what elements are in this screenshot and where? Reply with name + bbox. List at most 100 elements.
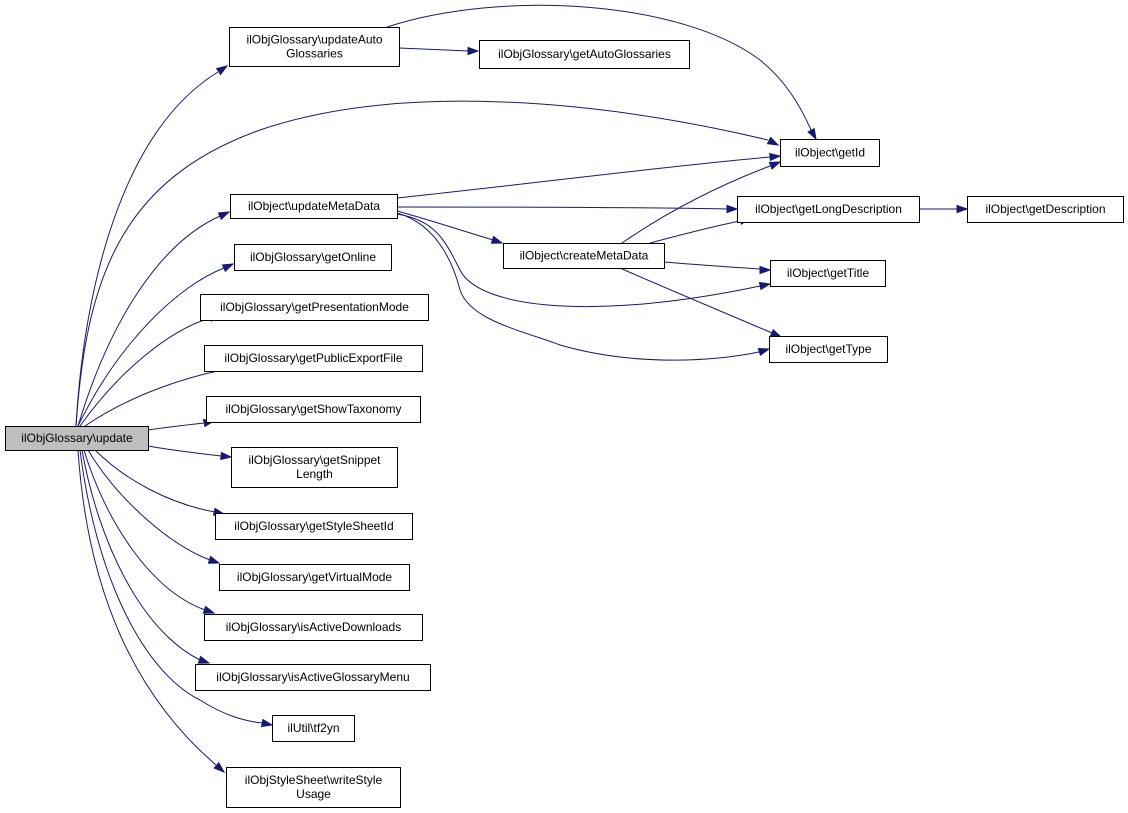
arrowhead bbox=[758, 281, 772, 291]
edge-createMetaData-to-getTitle bbox=[663, 261, 772, 275]
edge-update-to-getShowTaxonomy bbox=[147, 418, 216, 431]
arrowhead bbox=[220, 451, 233, 461]
edge-line bbox=[396, 213, 761, 308]
edge-line bbox=[649, 220, 741, 244]
node-box bbox=[229, 27, 400, 67]
edge-update-to-isActiveDownloads bbox=[83, 449, 216, 614]
edge-line bbox=[396, 210, 494, 241]
node-updateMetaData[interactable]: ilObject\updateMetaData bbox=[230, 194, 398, 219]
node-box bbox=[5, 426, 149, 451]
arrowhead bbox=[202, 605, 216, 614]
node-label: ilObject\getType bbox=[785, 342, 871, 356]
edge-line bbox=[396, 206, 728, 210]
node-isActiveGlossaryMenu[interactable]: ilObjGlossary\isActiveGlossaryMenu bbox=[195, 664, 431, 691]
edge-update-to-writeStyleUsage bbox=[77, 449, 226, 774]
node-box bbox=[737, 196, 920, 223]
edge-line bbox=[386, 4, 812, 131]
node-getId[interactable]: ilObject\getId bbox=[780, 139, 880, 167]
arrowhead bbox=[769, 152, 782, 162]
edge-update-to-getStyleSheetId bbox=[94, 449, 226, 516]
node-label: ilObjGlossary\update bbox=[21, 431, 133, 445]
node-box bbox=[780, 139, 880, 167]
node-label: ilObject\createMetaData bbox=[520, 249, 649, 263]
node-box bbox=[195, 664, 431, 691]
node-label: ilObjGlossary\isActiveGlossaryMenu bbox=[216, 670, 409, 684]
arrowhead bbox=[207, 555, 221, 564]
edge-update-to-getSnippetLength bbox=[147, 445, 233, 461]
edge-update-to-isActiveGlossaryMenu bbox=[81, 449, 211, 664]
edge-updateMetaData-to-getType bbox=[396, 212, 771, 361]
node-box bbox=[503, 243, 665, 269]
edge-line bbox=[396, 212, 760, 361]
edge-update-to-updateAutoGlossaries bbox=[75, 65, 229, 427]
edge-line bbox=[87, 449, 211, 561]
node-box bbox=[200, 294, 429, 321]
node-box bbox=[226, 767, 401, 808]
node-getDescription[interactable]: ilObject\getDescription bbox=[967, 196, 1124, 223]
node-label: ilUtil\tf2yn bbox=[287, 721, 339, 735]
edge-line bbox=[83, 449, 206, 611]
edge-update-to-getVirtualMode bbox=[87, 449, 221, 564]
edge-line bbox=[81, 449, 201, 661]
edge-line bbox=[147, 445, 222, 457]
node-label: ilObject\getId bbox=[795, 146, 865, 160]
arrowhead bbox=[766, 136, 780, 146]
node-update[interactable]: ilObjGlossary\update bbox=[5, 426, 149, 451]
edge-update-to-getOnline bbox=[77, 263, 235, 427]
node-box bbox=[967, 196, 1124, 223]
node-label: Glossaries bbox=[286, 47, 343, 61]
node-label: ilObject\getLongDescription bbox=[755, 202, 902, 216]
node-box bbox=[234, 244, 392, 271]
edge-line bbox=[94, 449, 216, 513]
edge-createMetaData-to-getLongDescription bbox=[649, 216, 752, 244]
node-getLongDescription[interactable]: ilObject\getLongDescription bbox=[737, 196, 920, 223]
node-isActiveDownloads[interactable]: ilObjGlossary\isActiveDownloads bbox=[204, 614, 423, 641]
node-getPublicExportFile[interactable]: ilObjGlossary\getPublicExportFile bbox=[204, 345, 423, 372]
edge-update-to-tf2yn bbox=[79, 449, 274, 728]
edge-line bbox=[621, 165, 771, 244]
arrowhead bbox=[956, 204, 969, 214]
node-getPresentationMode[interactable]: ilObjGlossary\getPresentationMode bbox=[200, 294, 429, 321]
edge-update-to-updateMetaData bbox=[77, 211, 231, 427]
node-label: ilObjGlossary\getVirtualMode bbox=[237, 570, 393, 584]
edge-line bbox=[79, 317, 211, 427]
node-label: ilObjGlossary\getShowTaxonomy bbox=[225, 402, 401, 416]
node-getOnline[interactable]: ilObjGlossary\getOnline bbox=[234, 244, 392, 271]
node-getTitle[interactable]: ilObject\getTitle bbox=[770, 260, 886, 287]
edge-line bbox=[77, 267, 225, 427]
arrowhead bbox=[217, 211, 231, 221]
edge-line bbox=[663, 261, 761, 270]
edge-line bbox=[77, 215, 221, 427]
arrowhead bbox=[807, 127, 817, 141]
node-label: ilObjStyleSheet\writeStyle bbox=[245, 773, 383, 787]
node-getShowTaxonomy[interactable]: ilObjGlossary\getShowTaxonomy bbox=[206, 396, 421, 423]
edge-updateAutoGlossaries-to-getAutoGlossaries bbox=[398, 46, 480, 56]
arrowhead bbox=[215, 65, 229, 76]
node-tf2yn[interactable]: ilUtil\tf2yn bbox=[272, 715, 355, 742]
node-label: ilObjGlossary\getOnline bbox=[250, 250, 376, 264]
node-box bbox=[204, 345, 423, 372]
edge-line bbox=[75, 100, 769, 427]
edge-line bbox=[147, 422, 205, 431]
node-getStyleSheetId[interactable]: ilObjGlossary\getStyleSheetId bbox=[215, 513, 413, 540]
node-getType[interactable]: ilObject\getType bbox=[769, 336, 888, 363]
arrowhead bbox=[769, 328, 783, 338]
arrowhead bbox=[757, 347, 771, 357]
arrowhead bbox=[490, 235, 504, 244]
edge-createMetaData-to-getId bbox=[621, 161, 782, 244]
edge-getLongDescription-to-getDescription bbox=[919, 204, 969, 214]
node-box bbox=[769, 336, 888, 363]
node-label: ilObject\getDescription bbox=[985, 202, 1105, 216]
node-label: Length bbox=[296, 467, 333, 481]
node-getVirtualMode[interactable]: ilObjGlossary\getVirtualMode bbox=[219, 564, 410, 591]
edge-update-to-getPresentationMode bbox=[79, 313, 222, 427]
edge-updateMetaData-to-createMetaData bbox=[396, 210, 504, 244]
edge-updateMetaData-to-getLongDescription bbox=[396, 204, 739, 214]
node-createMetaData[interactable]: ilObject\createMetaData bbox=[503, 243, 665, 269]
node-getAutoGlossaries[interactable]: ilObjGlossary\getAutoGlossaries bbox=[479, 40, 690, 69]
arrowhead bbox=[726, 204, 739, 214]
